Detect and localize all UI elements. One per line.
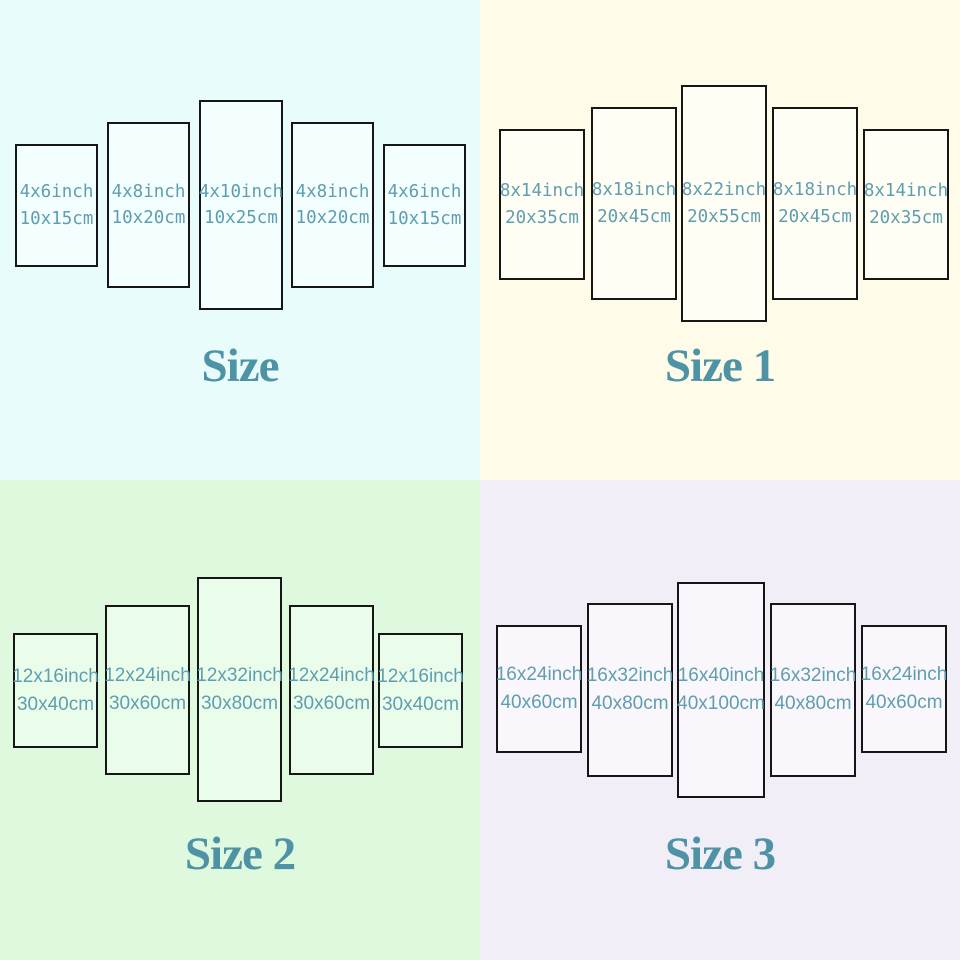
- panel-cm-label: 10x15cm: [19, 208, 94, 229]
- canvas-panel: 16x32inch 40x80cm: [770, 603, 856, 777]
- size-group-size-3: 16x24inch 40x60cm 16x32inch 40x80cm 16x4…: [480, 480, 960, 960]
- canvas-panel: 4x8inch 10x20cm: [107, 122, 190, 288]
- canvas-panel: 16x40inch 40x100cm: [677, 582, 765, 798]
- canvas-panel: 16x24inch 40x60cm: [496, 625, 582, 753]
- size-group-title: Size 1: [664, 340, 776, 392]
- size-group-size-2: 12x16inch 30x40cm 12x24inch 30x60cm 12x3…: [0, 480, 480, 960]
- panel-cm-label: 30x60cm: [108, 693, 187, 714]
- panel-inch-label: 12x16inch: [12, 665, 99, 687]
- panel-inch-label: 12x16inch: [377, 665, 464, 687]
- canvas-panel: 12x32inch 30x80cm: [196, 577, 283, 802]
- panel-inch-label: 8x18inch: [772, 180, 858, 201]
- size-group-title: Size: [201, 340, 280, 392]
- panel-inch-label: 16x40inch: [677, 665, 765, 687]
- panel-inch-label: 12x24inch: [288, 665, 375, 687]
- panel-cm-label: 20x45cm: [778, 206, 852, 227]
- panel-inch-label: 4x10inch: [198, 181, 284, 202]
- panel-cm-label: 30x80cm: [200, 692, 279, 714]
- canvas-panel: 12x24inch 30x60cm: [104, 605, 191, 775]
- panel-inch-label: 4x6inch: [387, 182, 462, 203]
- panel-inch-label: 4x8inch: [295, 181, 370, 202]
- canvas-panel: 8x18inch 20x45cm: [772, 107, 858, 300]
- canvas-panel: 12x24inch 30x60cm: [288, 605, 375, 775]
- canvas-panel: 4x6inch 10x15cm: [383, 144, 466, 267]
- panel-cm-label: 10x20cm: [111, 208, 186, 228]
- panel-inch-label: 12x24inch: [104, 665, 191, 687]
- canvas-panel: 4x6inch 10x15cm: [15, 144, 98, 267]
- panel-cm-label: 10x20cm: [295, 208, 370, 228]
- panel-inch-label: 8x14inch: [499, 181, 585, 202]
- canvas-panel: 8x22inch 20x55cm: [681, 85, 767, 322]
- panel-cm-label: 30x40cm: [16, 693, 95, 715]
- panel-cm-label: 40x80cm: [591, 693, 669, 714]
- panel-cm-label: 20x35cm: [505, 207, 579, 228]
- size-group-size-1: 8x14inch 20x35cm 8x18inch 20x45cm 8x22in…: [480, 0, 960, 480]
- canvas-panel: 16x24inch 40x60cm: [861, 625, 947, 753]
- panel-cm-label: 40x60cm: [865, 692, 943, 713]
- panel-cm-label: 10x15cm: [387, 208, 462, 229]
- panel-cm-label: 10x25cm: [204, 208, 278, 228]
- canvas-panel: 16x32inch 40x80cm: [587, 603, 673, 777]
- panel-cm-label: 40x100cm: [677, 693, 765, 714]
- panel-inch-label: 16x24inch: [495, 664, 583, 686]
- panel-inch-label: 12x32inch: [196, 664, 283, 686]
- canvas-panel: 4x8inch 10x20cm: [291, 122, 374, 288]
- panel-inch-label: 16x24inch: [860, 664, 948, 686]
- panel-cm-label: 20x35cm: [869, 207, 943, 228]
- canvas-panel: 4x10inch 10x25cm: [199, 100, 283, 310]
- canvas-panel: 8x18inch 20x45cm: [591, 107, 677, 300]
- canvas-panel: 8x14inch 20x35cm: [499, 129, 585, 280]
- panel-inch-label: 16x32inch: [586, 665, 674, 687]
- size-group-title: Size 3: [664, 828, 776, 880]
- panel-inch-label: 8x18inch: [591, 180, 677, 201]
- canvas-panel: 8x14inch 20x35cm: [863, 129, 949, 280]
- canvas-panel: 12x16inch 30x40cm: [377, 633, 464, 748]
- panel-cm-label: 40x60cm: [500, 692, 578, 713]
- panel-inch-label: 8x14inch: [863, 181, 949, 202]
- panel-inch-label: 4x8inch: [111, 181, 186, 202]
- panel-inch-label: 16x32inch: [769, 665, 857, 687]
- size-group-size: 4x6inch 10x15cm 4x8inch 10x20cm 4x10inch…: [0, 0, 480, 480]
- panel-cm-label: 20x45cm: [597, 206, 671, 227]
- panel-inch-label: 4x6inch: [19, 182, 94, 203]
- size-group-title: Size 2: [184, 828, 296, 880]
- panel-inch-label: 8x22inch: [681, 180, 767, 201]
- panel-cm-label: 40x80cm: [774, 693, 852, 714]
- panel-cm-label: 30x40cm: [381, 693, 460, 715]
- panel-cm-label: 30x60cm: [292, 693, 371, 714]
- canvas-panel: 12x16inch 30x40cm: [12, 633, 99, 748]
- panel-cm-label: 20x55cm: [687, 206, 761, 227]
